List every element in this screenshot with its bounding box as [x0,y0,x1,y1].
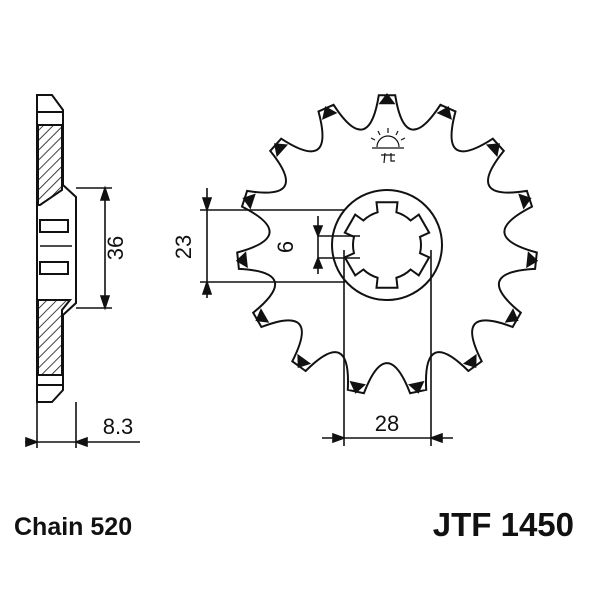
tooth-tip [274,143,289,158]
tooth-tip [349,380,366,394]
hub-bore-upper [39,219,69,233]
spline-bore [343,201,431,289]
tooth-tip [408,380,425,394]
hub-diameter-dimension [76,185,112,311]
sprocket-outline [236,94,538,395]
side-view [36,94,77,403]
lower-hatch-section [37,299,73,376]
hub-bore-lower [39,261,69,275]
tooth-tip [242,193,256,210]
tooth-tip [518,193,532,210]
upper-hatch-section [37,124,63,206]
tooth-tips [235,93,539,394]
sun-logo-icon [370,128,406,164]
tooth-tip [322,106,338,120]
bore-circle [331,189,443,301]
tooth-tip [462,353,477,368]
tooth-tip [297,353,312,368]
part-number: JTF 1450 [432,506,574,543]
side-profile [36,94,77,403]
tooth-tip [436,106,452,120]
spline-width-label: 6 [273,241,298,253]
bore-diameter-dimension [322,250,453,446]
outer-bore-label: 23 [171,235,196,259]
tooth-tip [504,308,519,323]
tooth-tip [485,143,500,158]
hub-diameter-label: 36 [103,236,128,260]
tooth-tip [235,251,248,269]
bore-diameter-label: 28 [375,411,399,436]
width-label: 8.3 [103,414,134,439]
chain-label: Chain 520 [14,513,133,541]
tooth-tip [378,93,396,105]
tooth-tip [255,308,270,323]
tooth-tip [526,251,539,269]
width-dimension [25,402,140,448]
spline-width-dimension [312,216,360,274]
outer-bore-dimension [200,188,345,298]
